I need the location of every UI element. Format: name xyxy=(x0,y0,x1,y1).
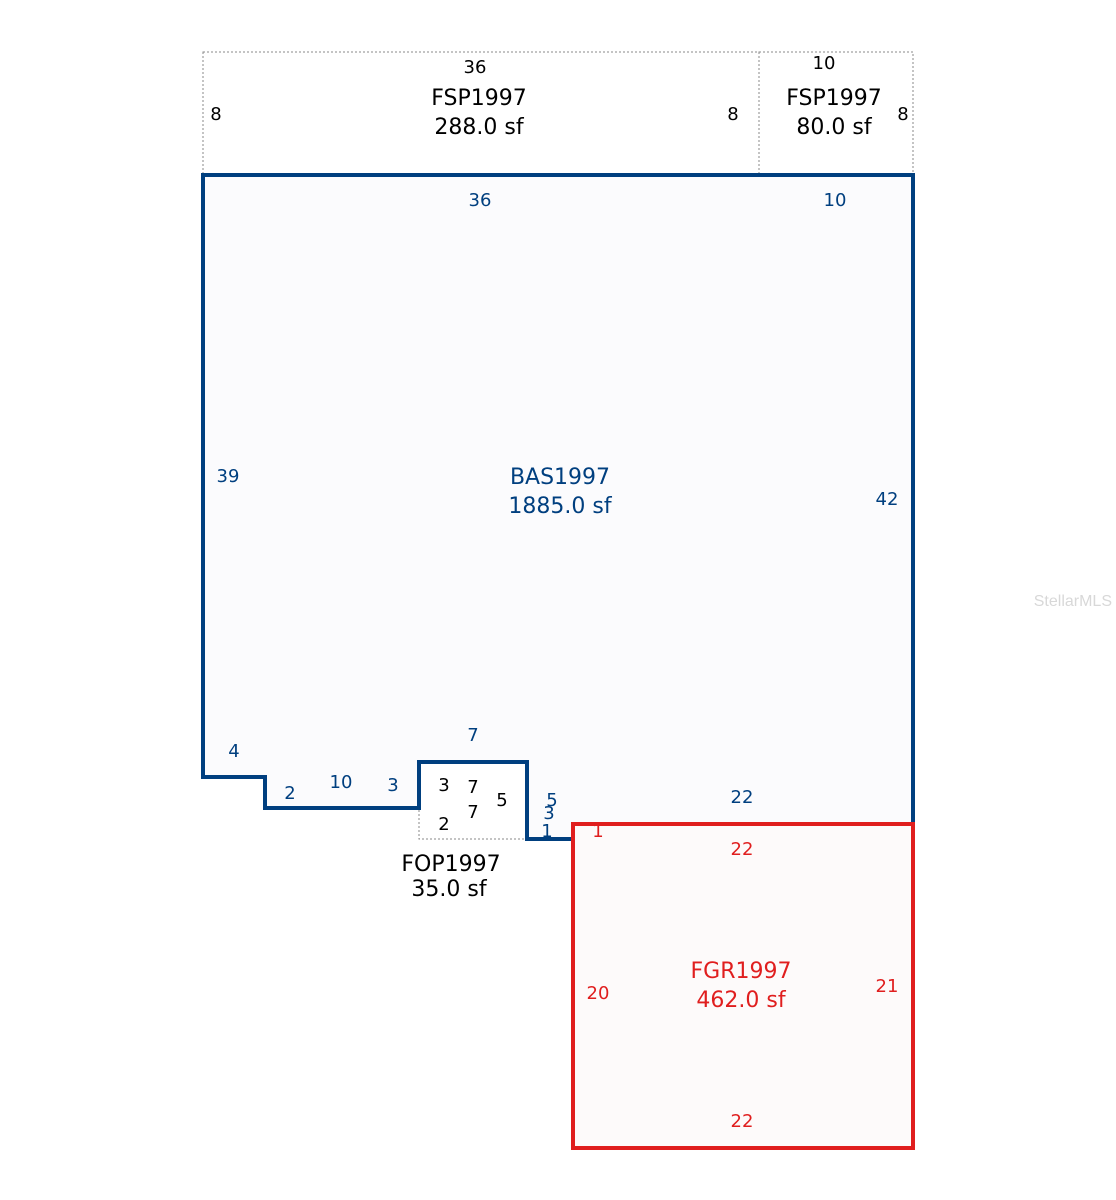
fgr-name: FGR1997 xyxy=(691,959,792,984)
fgr-top-dim: 22 xyxy=(731,839,754,860)
fsp-small-outline xyxy=(758,51,914,176)
bas-bottom-run-dim: 10 xyxy=(330,772,353,793)
fgr-corner-dim: 1 xyxy=(592,821,603,842)
bas-top-dim-a: 36 xyxy=(469,190,492,211)
bas-name: BAS1997 xyxy=(510,465,610,490)
fsp-small-name: FSP1997 xyxy=(786,86,882,111)
bas-notch-left-dim: 4 xyxy=(228,741,239,762)
fsp-small-size: 80.0 sf xyxy=(796,115,872,140)
fsp-main-name: FSP1997 xyxy=(431,86,527,111)
fop-dim-b: 7 xyxy=(467,777,478,798)
bas-left-dim: 39 xyxy=(217,466,240,487)
fop-outline xyxy=(418,761,528,840)
fgr-right-dim: 21 xyxy=(876,976,899,997)
bas-drop-dim: 3 xyxy=(543,803,554,824)
fsp-main-size: 288.0 sf xyxy=(434,115,524,140)
fgr-outline xyxy=(571,822,915,1150)
fgr-left-dim: 20 xyxy=(587,983,610,1004)
fop-name: FOP1997 xyxy=(401,852,500,877)
bas-porch-left-dim: 3 xyxy=(387,775,398,796)
fop-dim-a: 3 xyxy=(438,775,449,796)
fsp-small-top-dim: 10 xyxy=(813,53,836,74)
bas-jog-dim: 1 xyxy=(541,821,552,842)
bas-right-dim: 42 xyxy=(876,489,899,510)
bas-bottom-right-dim: 22 xyxy=(731,787,754,808)
bas-size: 1885.0 sf xyxy=(508,494,612,519)
fsp-main-right-dim: 8 xyxy=(727,104,738,125)
fgr-bottom-dim: 22 xyxy=(731,1111,754,1132)
fop-size: 35.0 sf xyxy=(411,877,487,902)
fsp-main-left-dim: 8 xyxy=(210,104,221,125)
fsp-main-top-dim: 36 xyxy=(464,57,487,78)
fgr-size: 462.0 sf xyxy=(696,988,786,1013)
bas-porch-right-dim: 5 xyxy=(546,790,557,811)
bas-porch-top-dim: 7 xyxy=(467,725,478,746)
fop-dim-c: 7 xyxy=(467,802,478,823)
fop-dim-e: 2 xyxy=(438,814,449,835)
fop-dim-d: 5 xyxy=(496,790,507,811)
watermark: StellarMLS xyxy=(1034,593,1112,610)
bas-step-dim: 2 xyxy=(284,783,295,804)
bas-top-dim-b: 10 xyxy=(824,190,847,211)
fsp-small-right-dim: 8 xyxy=(897,104,908,125)
